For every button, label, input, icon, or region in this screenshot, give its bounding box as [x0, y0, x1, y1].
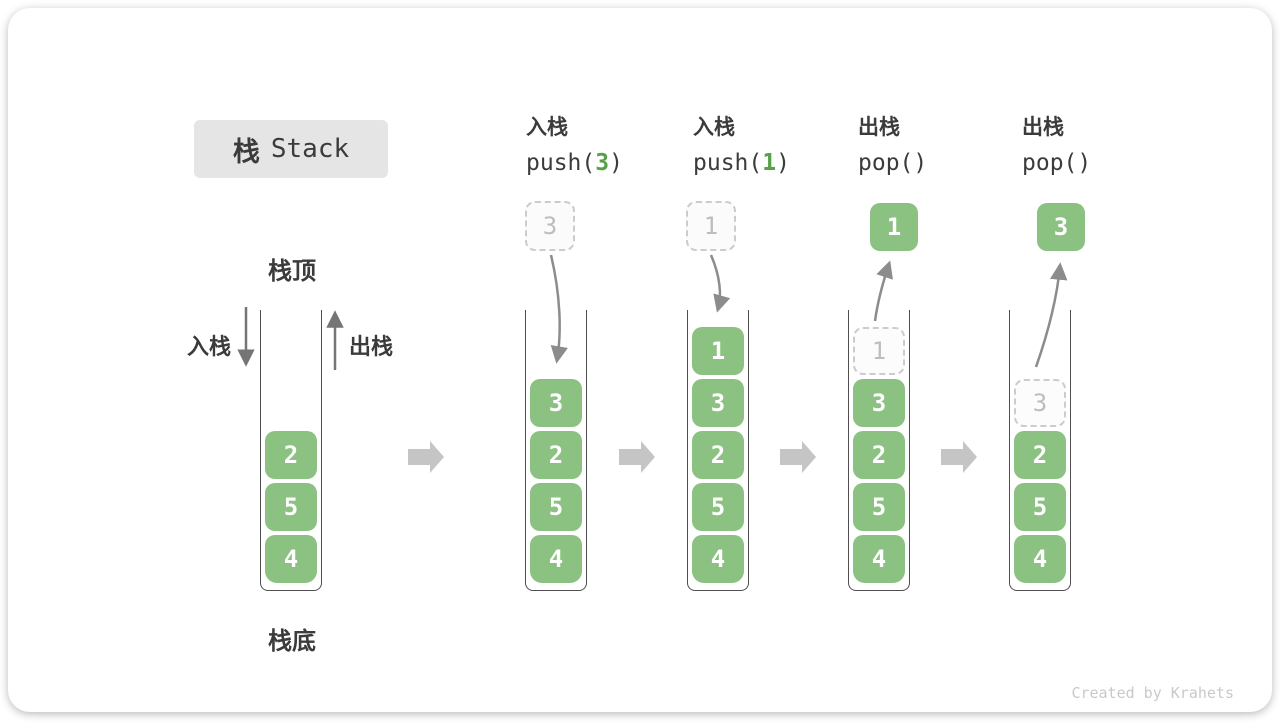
- op-label: 入栈: [693, 116, 735, 139]
- stack-cell: 4: [1014, 535, 1066, 583]
- op-code-pre: pop(: [1022, 150, 1078, 176]
- step-arrow-icon: [619, 441, 655, 473]
- ghost-cell: 3: [1014, 379, 1066, 427]
- op-header-pop1: 出栈 pop(): [858, 114, 927, 178]
- stack-cell: 2: [853, 431, 905, 479]
- incoming-value-box: 1: [686, 201, 736, 251]
- op-label: 出栈: [1022, 116, 1064, 139]
- stack-cell: 5: [530, 483, 582, 531]
- stack-cell: 2: [692, 431, 744, 479]
- stack-top-label: 栈顶: [268, 258, 316, 285]
- popped-value-box: 1: [870, 203, 918, 251]
- pop-direction-label: 出栈: [349, 334, 394, 359]
- op-code-post: ): [609, 150, 623, 176]
- stack-cell: 4: [530, 535, 582, 583]
- op-code-post: ): [913, 150, 928, 176]
- step-arrow-icon: [408, 441, 444, 473]
- stack-cell: 4: [692, 535, 744, 583]
- stack-cell: 5: [853, 483, 905, 531]
- op-code-post: ): [776, 150, 790, 176]
- op-code-pre: pop(: [858, 150, 914, 176]
- op-label: 出栈: [858, 116, 900, 139]
- watermark: Created by Krahets: [1071, 684, 1234, 702]
- stack-cell: 3: [530, 379, 582, 427]
- op-label: 入栈: [526, 116, 568, 139]
- title-en: Stack: [270, 134, 350, 164]
- push-motion-arrow-icon: [709, 254, 731, 313]
- incoming-value-box: 3: [525, 201, 575, 251]
- op-code: pop(): [1022, 148, 1091, 178]
- popped-value-box: 3: [1037, 203, 1085, 251]
- op-header-pop2: 出栈 pop(): [1022, 114, 1091, 178]
- step-arrow-icon: [941, 441, 977, 473]
- stack-cell: 2: [265, 431, 317, 479]
- push-direction-label: 入栈: [187, 334, 232, 359]
- op-code-pre: push(: [526, 150, 596, 176]
- stack-cell: 5: [692, 483, 744, 531]
- op-code-arg: 3: [595, 150, 610, 176]
- op-code-arg: 1: [762, 150, 777, 176]
- stack-cell: 2: [1014, 431, 1066, 479]
- op-header-push1: 入栈 push(1): [693, 114, 790, 178]
- stack-cell: 4: [265, 535, 317, 583]
- ghost-cell: 1: [853, 327, 905, 375]
- step-arrow-icon: [780, 441, 816, 473]
- stack-cell: 5: [265, 483, 317, 531]
- diagram-title: 栈 Stack: [194, 120, 388, 178]
- stack-cell: 2: [530, 431, 582, 479]
- stack-bottom-label: 栈底: [268, 628, 316, 655]
- op-header-push3: 入栈 push(3): [526, 114, 623, 178]
- op-code: push(3): [526, 148, 623, 178]
- stack-cell: 1: [692, 327, 744, 375]
- op-code: push(1): [693, 148, 790, 178]
- title-cjk: 栈: [232, 136, 260, 167]
- op-code-pre: push(: [693, 150, 763, 176]
- stack-cell: 5: [1014, 483, 1066, 531]
- stack-cell: 3: [692, 379, 744, 427]
- diagram-card: 栈 Stack 入栈 push(3) 入栈 push(1) 出栈 pop() 出…: [8, 8, 1272, 712]
- op-code: pop(): [858, 148, 927, 178]
- op-code-post: ): [1077, 150, 1092, 176]
- stack-cell: 3: [853, 379, 905, 427]
- stack-cell: 4: [853, 535, 905, 583]
